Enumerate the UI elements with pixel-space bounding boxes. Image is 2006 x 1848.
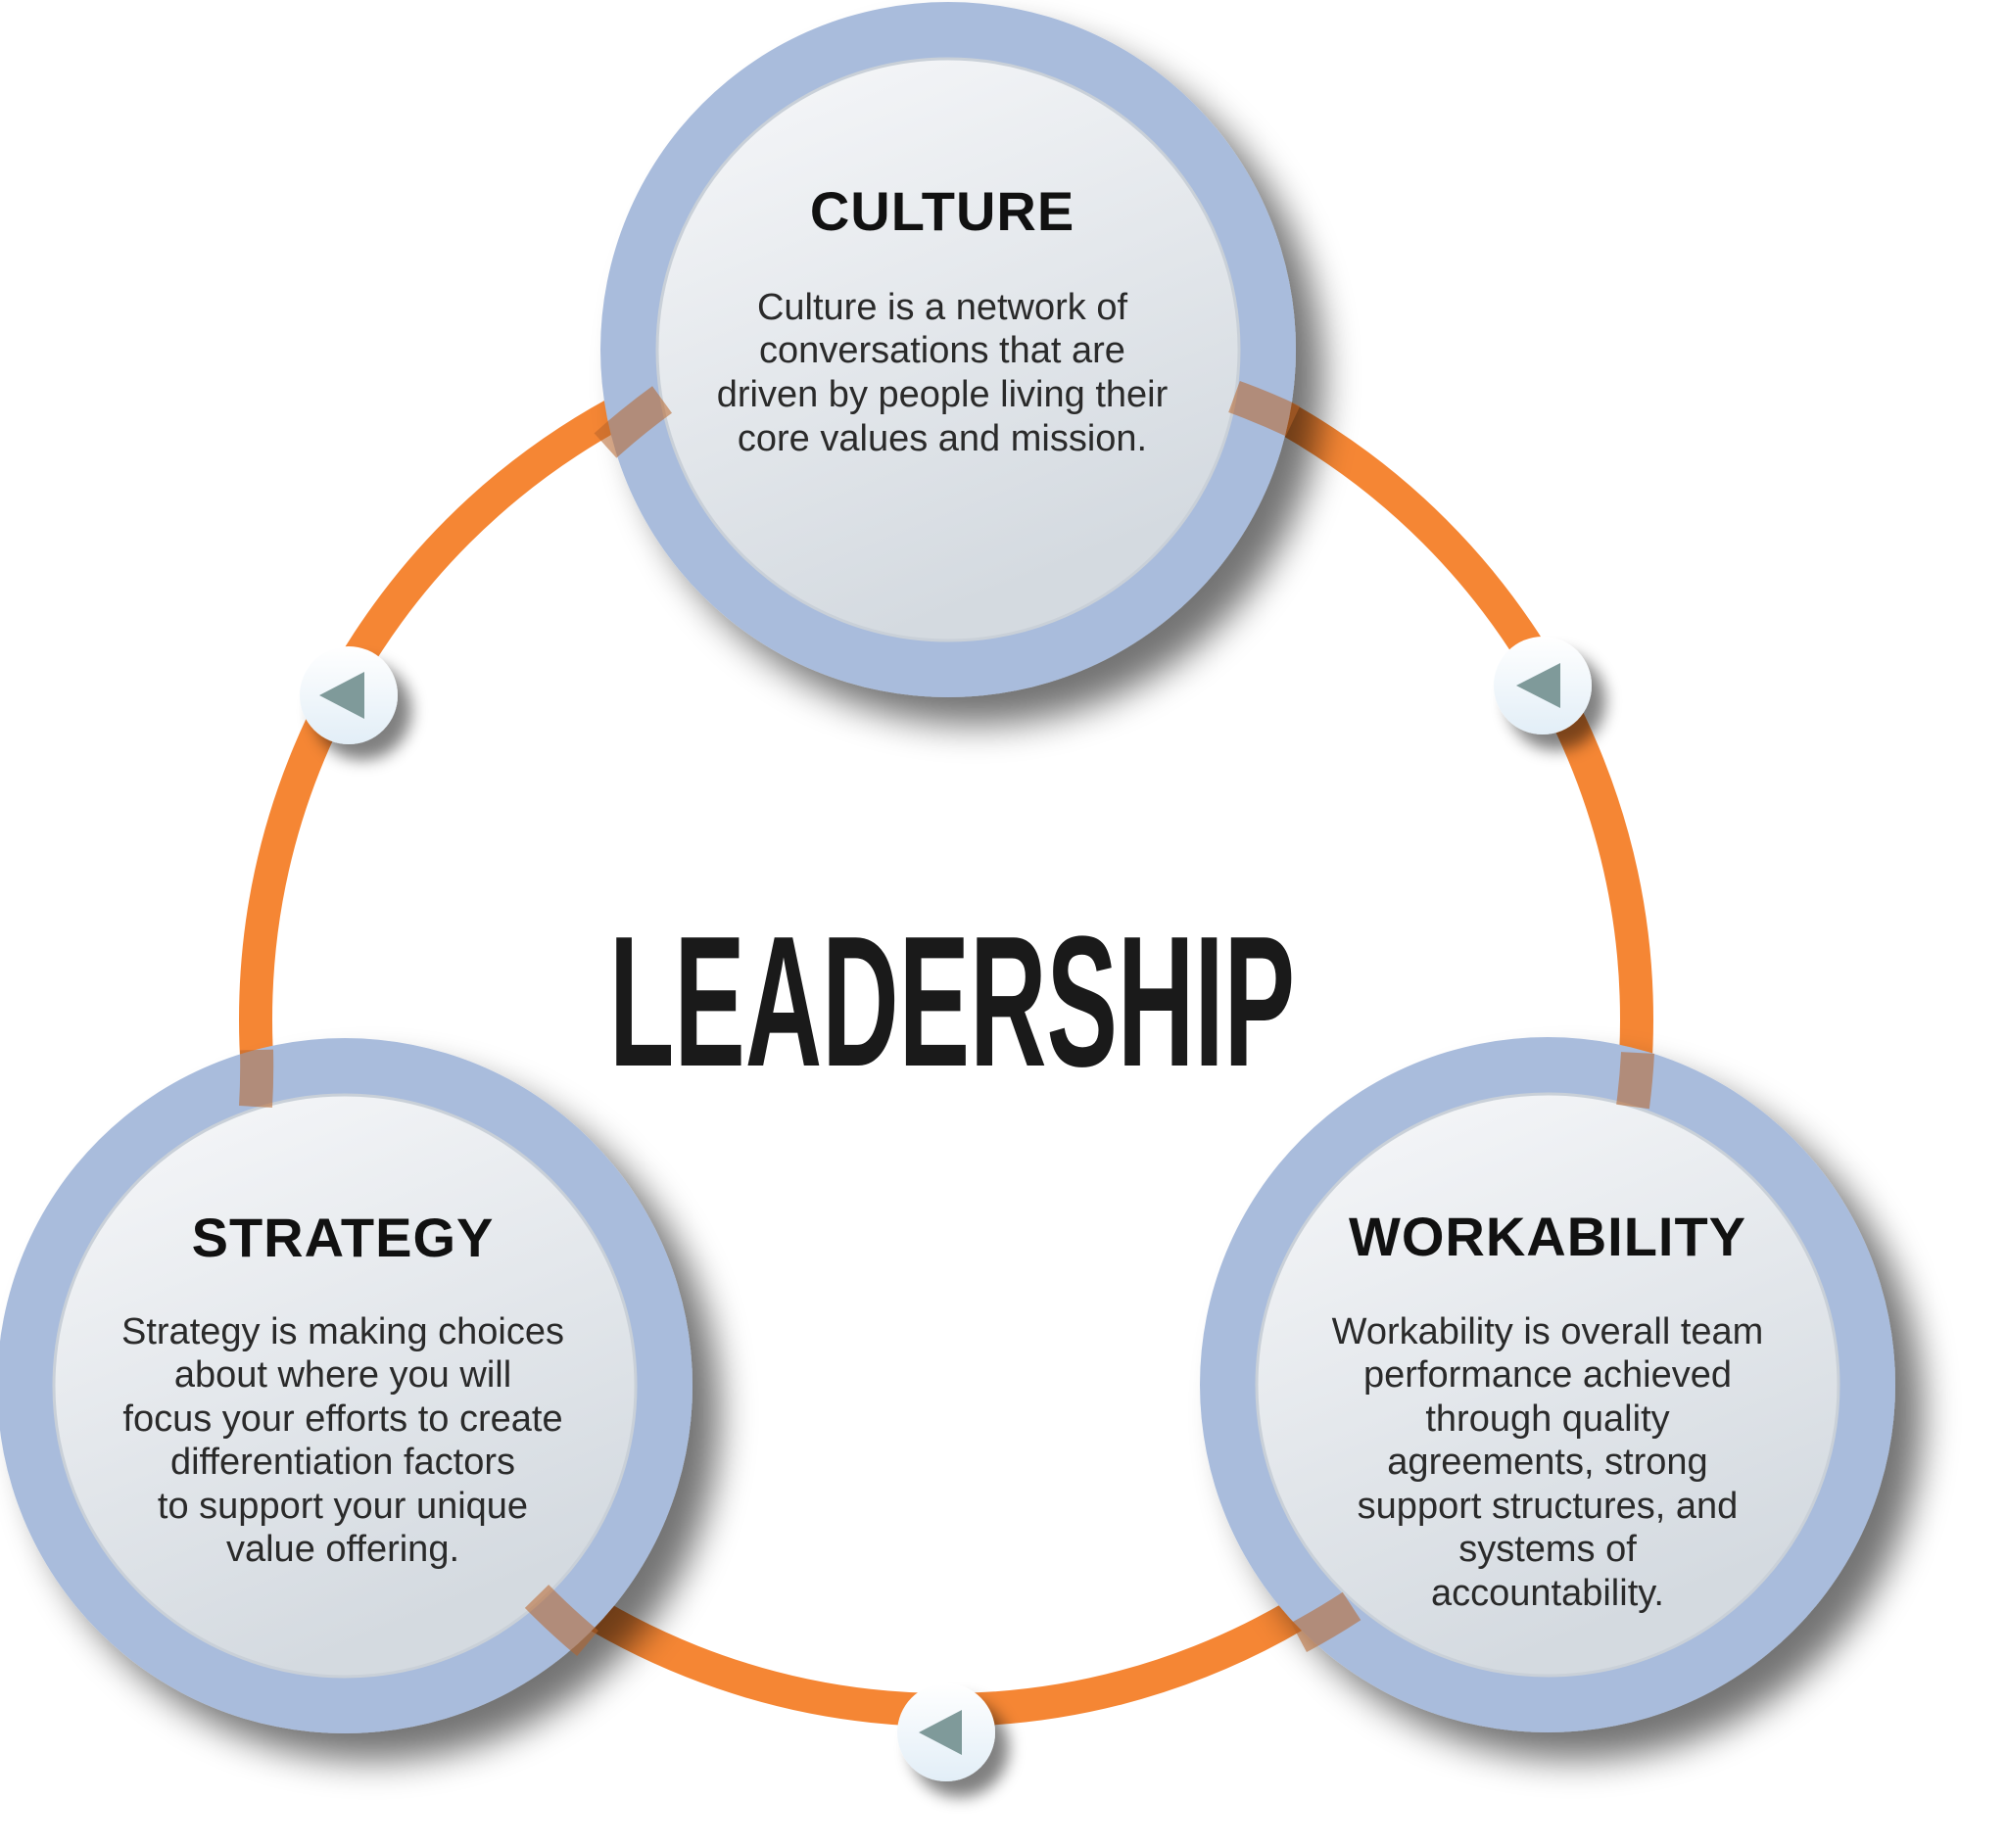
culture-node: CULTURE Culture is a network of conversa… — [600, 2, 1296, 697]
strategy-node: STRATEGY Strategy is making choices abou… — [0, 1038, 693, 1733]
workability-title: WORKABILITY — [1349, 1206, 1746, 1267]
ring-overlay-workability-bottom — [1290, 1591, 1361, 1652]
strategy-line-5: to support your unique — [158, 1486, 528, 1527]
culture-line-2: conversations that are — [759, 330, 1125, 371]
triangle-left-icon — [919, 1710, 962, 1755]
workability-line-7: accountability. — [1431, 1573, 1664, 1614]
culture-line-4: core values and mission. — [738, 418, 1147, 459]
workability-line-4: agreements, strong — [1387, 1442, 1707, 1483]
ring-overlay-strategy-top — [239, 1049, 274, 1108]
strategy-inner-circle — [52, 1093, 638, 1679]
workability-line-1: Workability is overall team — [1332, 1311, 1764, 1352]
workability-node: WORKABILITY Workability is overall team … — [1200, 1037, 1895, 1732]
workability-inner-circle — [1255, 1092, 1840, 1678]
culture-inner-circle — [655, 57, 1241, 642]
culture-title: CULTURE — [810, 180, 1075, 242]
culture-line-1: Culture is a network of — [757, 287, 1127, 328]
ring-overlay-strategy-bottom — [524, 1585, 598, 1657]
workability-line-2: performance achieved — [1363, 1354, 1732, 1396]
triangle-left-icon — [1516, 663, 1560, 708]
center-title-leadership: LEADERSHIP — [609, 898, 1295, 1106]
workability-line-5: support structures, and — [1358, 1486, 1739, 1527]
strategy-title: STRATEGY — [192, 1207, 495, 1268]
strategy-line-1: Strategy is making choices — [121, 1311, 564, 1352]
strategy-line-2: about where you will — [174, 1354, 511, 1396]
workability-line-6: systems of — [1458, 1529, 1637, 1570]
workability-line-3: through quality — [1425, 1398, 1669, 1440]
triangle-left-icon — [319, 672, 364, 719]
arrow-marker-bottom — [897, 1683, 995, 1781]
culture-line-3: driven by people living their — [717, 374, 1169, 415]
strategy-line-3: focus your efforts to create — [122, 1398, 562, 1440]
arrow-marker-top-right — [1494, 637, 1592, 734]
arrow-marker-left — [300, 646, 398, 744]
strategy-line-4: differentiation factors — [170, 1442, 515, 1483]
ring-overlay-workability-top — [1616, 1052, 1654, 1110]
strategy-line-6: value offering. — [226, 1529, 459, 1570]
ring-overlay-culture-left — [594, 386, 673, 458]
ring-overlay-culture-right — [1228, 381, 1301, 437]
